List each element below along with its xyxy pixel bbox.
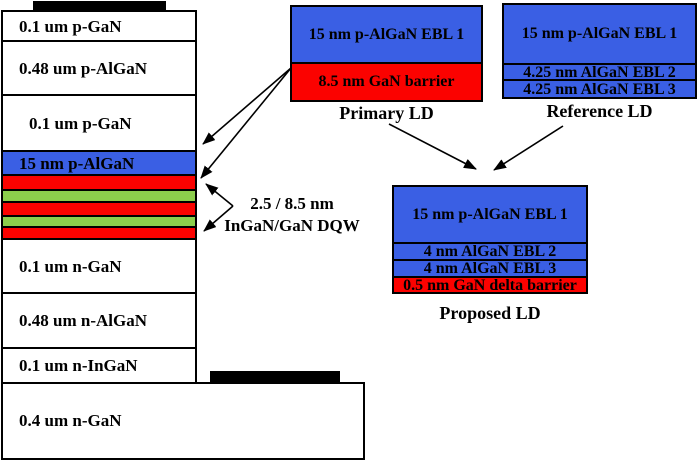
proposed-ld-caption: Proposed LD bbox=[439, 303, 541, 323]
n-contact-bar bbox=[210, 371, 340, 382]
dqw-annotation-line1: 2.5 / 8.5 nm bbox=[250, 194, 334, 213]
epitaxial-stack: 0.1 um p-GaN 0.48 um p-AlGaN 0.1 um p-Ga… bbox=[1, 10, 197, 384]
layer-label: 0.48 um n-AlGaN bbox=[19, 311, 147, 330]
layer-p-algan-clad: 0.48 um p-AlGaN bbox=[3, 42, 195, 96]
layer-label: 0.48 um p-AlGaN bbox=[19, 58, 147, 78]
layer-label: 15 nm p-AlGaN EBL 1 bbox=[521, 25, 678, 42]
layer-n-ingan: 0.1 um n-InGaN bbox=[3, 349, 195, 382]
dqw-annotation-line2: InGaN/GaN DQW bbox=[224, 216, 360, 235]
reference-ebl1-layer: 15 nm p-AlGaN EBL 1 bbox=[504, 5, 695, 65]
layer-p-gan-top: 0.1 um p-GaN bbox=[3, 12, 195, 42]
arrow-primary-to-barrier-layer bbox=[200, 67, 292, 179]
reference-ld-caption: Reference LD bbox=[546, 101, 653, 121]
arrow-reference-to-proposed bbox=[493, 125, 564, 171]
layer-label: 0.5 nm GaN delta barrier bbox=[403, 276, 577, 294]
layer-label: 4.25 nm AlGaN EBL 2 bbox=[523, 63, 676, 81]
layer-label: 0.1 um n-GaN bbox=[19, 256, 122, 276]
layer-ingan-qw-2 bbox=[3, 217, 195, 228]
layer-n-gan-waveguide: 0.1 um n-GaN bbox=[3, 240, 195, 294]
layer-label: 0.1 um n-InGaN bbox=[19, 356, 138, 375]
layer-label: 15 nm p-AlGaN EBL 1 bbox=[308, 25, 465, 43]
p-contact-bar bbox=[33, 1, 166, 11]
layer-ingan-qw-1 bbox=[3, 191, 195, 203]
proposed-ebl2-layer: 4 nm AlGaN EBL 2 bbox=[394, 244, 586, 261]
layer-label: 4 nm AlGaN EBL 2 bbox=[423, 243, 557, 260]
proposed-delta-barrier-layer: 0.5 nm GaN delta barrier bbox=[394, 276, 586, 294]
layer-label: 0.4 um n-GaN bbox=[19, 411, 122, 430]
layer-gan-barrier-1 bbox=[3, 176, 195, 191]
arrow-primary-to-proposed bbox=[388, 123, 477, 170]
primary-ld-box: 15 nm p-AlGaN EBL 1 8.5 nm GaN barrier bbox=[290, 5, 483, 102]
reference-ld-box: 15 nm p-AlGaN EBL 1 4.25 nm AlGaN EBL 2 … bbox=[502, 3, 697, 99]
layer-p-algan-ebl: 15 nm p-AlGaN bbox=[3, 152, 195, 176]
layer-gan-barrier-3 bbox=[3, 228, 195, 240]
layer-n-gan-substrate: 0.4 um n-GaN bbox=[1, 382, 365, 460]
proposed-ebl1-layer: 15 nm p-AlGaN EBL 1 bbox=[394, 187, 586, 244]
arrow-primary-to-ebl-layer bbox=[202, 67, 292, 145]
layer-label: 4 nm AlGaN EBL 3 bbox=[423, 260, 557, 277]
primary-ebl1-layer: 15 nm p-AlGaN EBL 1 bbox=[292, 7, 481, 64]
layer-p-gan-waveguide: 0.1 um p-GaN bbox=[3, 96, 195, 152]
layer-label: 8.5 nm GaN barrier bbox=[318, 73, 455, 90]
layer-gan-barrier-2 bbox=[3, 203, 195, 217]
layer-n-algan-clad: 0.48 um n-AlGaN bbox=[3, 294, 195, 349]
proposed-ebl3-layer: 4 nm AlGaN EBL 3 bbox=[394, 261, 586, 278]
layer-label: 0.1 um p-GaN bbox=[29, 113, 132, 133]
layer-label: 4.25 nm AlGaN EBL 3 bbox=[523, 80, 676, 98]
reference-ebl3-layer: 4.25 nm AlGaN EBL 3 bbox=[504, 81, 695, 97]
dqw-annotation: 2.5 / 8.5 nm InGaN/GaN DQW bbox=[222, 193, 362, 237]
layer-label: 15 nm p-AlGaN EBL 1 bbox=[412, 205, 568, 223]
reference-ebl2-layer: 4.25 nm AlGaN EBL 2 bbox=[504, 63, 695, 81]
primary-ld-caption: Primary LD bbox=[339, 103, 434, 123]
layer-label: 0.1 um p-GaN bbox=[19, 16, 122, 36]
layer-label: 15 nm p-AlGaN bbox=[19, 153, 135, 173]
proposed-ld-box: 15 nm p-AlGaN EBL 1 4 nm AlGaN EBL 2 4 n… bbox=[392, 185, 588, 294]
primary-gan-barrier-layer: 8.5 nm GaN barrier bbox=[292, 64, 481, 100]
